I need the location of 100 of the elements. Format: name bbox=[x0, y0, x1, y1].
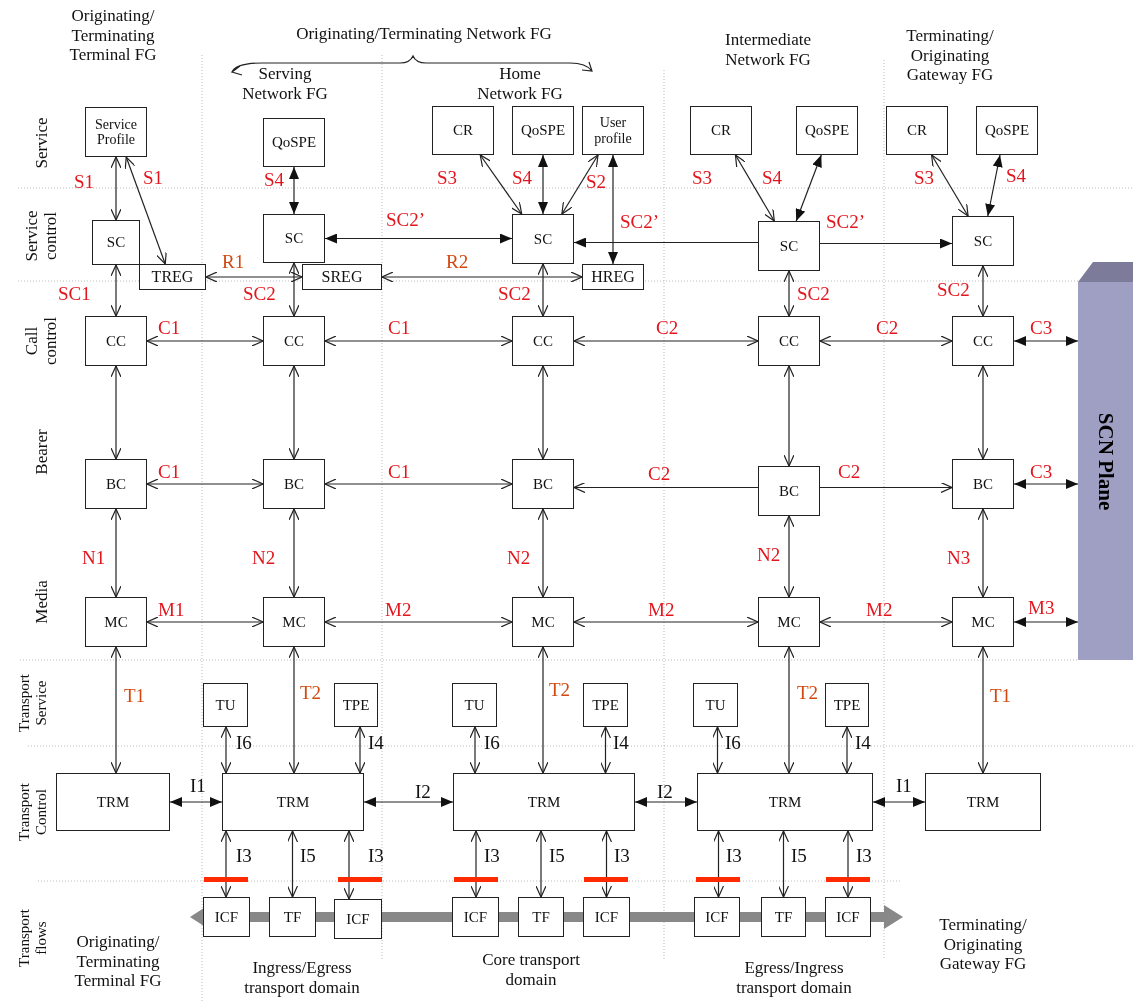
box-label: TU bbox=[464, 696, 485, 714]
layer-label: Media bbox=[32, 579, 52, 626]
arrow bbox=[783, 365, 795, 467]
layer-label: Transport flows bbox=[15, 908, 49, 969]
arrow bbox=[819, 616, 953, 628]
arrow bbox=[734, 154, 775, 222]
group-heading: Originating/ Terminating Terminal FG bbox=[73, 932, 163, 991]
box-label: BC bbox=[533, 475, 553, 493]
edge-label: I3 bbox=[236, 846, 252, 865]
box-label: CC bbox=[779, 332, 799, 350]
edge-label: I4 bbox=[613, 733, 629, 752]
arrow bbox=[783, 515, 795, 598]
arrow bbox=[146, 335, 264, 347]
box-label: BC bbox=[284, 475, 304, 493]
arrow bbox=[977, 365, 989, 460]
edge-label: I6 bbox=[236, 733, 252, 752]
arrow bbox=[537, 646, 549, 774]
edge-label: S3 bbox=[437, 168, 458, 187]
arrow bbox=[1013, 479, 1079, 489]
function-box bbox=[452, 897, 499, 937]
arrow bbox=[977, 646, 989, 774]
box-label: TRM bbox=[768, 793, 802, 811]
arrow bbox=[110, 156, 122, 221]
box-label: CC bbox=[284, 332, 304, 350]
box-label: User profile bbox=[593, 115, 633, 146]
edge-label: I1 bbox=[896, 776, 912, 795]
arrow bbox=[220, 726, 232, 774]
box-label: MC bbox=[282, 613, 306, 631]
function-box bbox=[85, 459, 147, 509]
edge-label: S3 bbox=[914, 168, 935, 187]
edge-label: T1 bbox=[124, 686, 146, 705]
function-box bbox=[334, 683, 378, 727]
function-box bbox=[512, 597, 574, 647]
edge-label: SC2’ bbox=[826, 212, 866, 231]
edge-label: C2 bbox=[876, 318, 899, 337]
arrow bbox=[783, 270, 795, 317]
arrow bbox=[289, 166, 299, 215]
arrow bbox=[1013, 336, 1079, 346]
edge-label: C3 bbox=[1030, 462, 1053, 481]
group-heading: Intermediate Network FG bbox=[724, 30, 812, 70]
function-box bbox=[302, 264, 382, 290]
box-label: CR bbox=[711, 122, 731, 139]
box-label: MC bbox=[104, 613, 128, 631]
edge-label: N2 bbox=[252, 548, 276, 567]
function-box bbox=[512, 106, 574, 155]
edge-label: C1 bbox=[388, 462, 411, 481]
function-box bbox=[825, 897, 871, 937]
arrow bbox=[324, 478, 513, 490]
arrow bbox=[711, 726, 724, 774]
box-label: BC bbox=[779, 482, 799, 500]
arrow bbox=[537, 508, 549, 598]
box-label: TREG bbox=[151, 268, 194, 286]
arrow bbox=[985, 154, 1003, 217]
edge-label: M2 bbox=[648, 600, 675, 619]
box-label: TRM bbox=[966, 793, 1000, 811]
edge-label: T2 bbox=[549, 680, 571, 699]
arrow bbox=[288, 262, 300, 317]
box-label: TU bbox=[215, 696, 236, 714]
box-label: ICF bbox=[463, 908, 488, 926]
group-heading: Originating/ Terminating Terminal FG bbox=[68, 6, 158, 65]
arrow bbox=[783, 646, 795, 774]
edge-label: N1 bbox=[82, 548, 106, 567]
box-label: TPE bbox=[833, 696, 861, 714]
group-heading: Egress/Ingress transport domain bbox=[735, 958, 853, 998]
function-box bbox=[796, 106, 858, 155]
edge-label: C1 bbox=[158, 318, 181, 337]
function-box bbox=[432, 106, 494, 155]
edge-label: S3 bbox=[692, 168, 713, 187]
box-label: TU bbox=[705, 696, 726, 714]
arrow bbox=[573, 335, 759, 347]
function-box bbox=[203, 897, 250, 937]
function-box bbox=[518, 897, 564, 937]
arrow bbox=[573, 237, 759, 248]
edge-label: I3 bbox=[726, 846, 742, 865]
arrow bbox=[343, 830, 355, 900]
arrow bbox=[1013, 617, 1079, 627]
edge-label: I4 bbox=[368, 733, 384, 752]
edge-label: T2 bbox=[300, 683, 322, 702]
edge-label: M2 bbox=[866, 600, 893, 619]
function-box bbox=[952, 459, 1014, 509]
function-box bbox=[693, 683, 738, 727]
box-label: ICF bbox=[214, 908, 239, 926]
box-label: Service Profile bbox=[94, 116, 138, 148]
edge-label: S1 bbox=[143, 168, 164, 187]
arrow bbox=[931, 154, 969, 217]
edge-label: I2 bbox=[415, 782, 431, 801]
arrow bbox=[470, 830, 482, 898]
box-label: CR bbox=[907, 122, 927, 139]
arrow bbox=[110, 646, 122, 774]
layer-label: Transport Service bbox=[15, 673, 49, 734]
edge-label: I3 bbox=[368, 846, 384, 865]
arrow bbox=[561, 154, 599, 215]
arrow bbox=[712, 830, 725, 898]
arrow bbox=[841, 726, 853, 774]
arrow bbox=[205, 271, 303, 283]
arrow bbox=[842, 830, 854, 898]
function-box bbox=[269, 897, 316, 937]
arrow bbox=[537, 263, 549, 317]
function-box bbox=[222, 773, 364, 831]
function-box bbox=[512, 459, 574, 509]
